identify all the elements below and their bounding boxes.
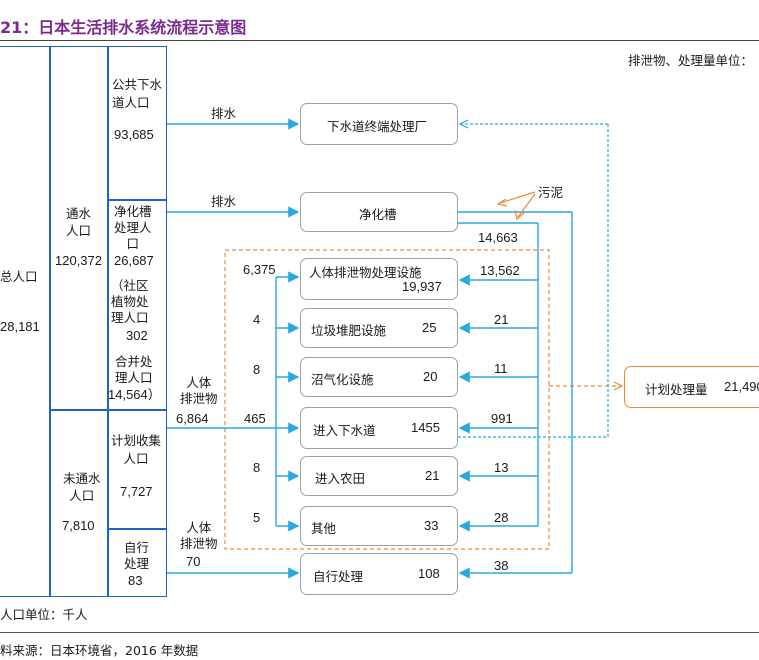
- septic-population-column: [108, 200, 167, 410]
- excreta-value-2: 70: [186, 554, 201, 569]
- total-population-column: [0, 46, 50, 597]
- other-value: 33: [424, 518, 439, 533]
- other-box: 其他 33: [300, 506, 458, 546]
- total-value: 28,181: [0, 319, 40, 334]
- population-unit-note: 人口单位：千人: [0, 607, 88, 622]
- other-label: 其他: [311, 521, 337, 536]
- unpiped-value: 7,810: [62, 518, 95, 533]
- left-value-farmland: 8: [253, 460, 261, 475]
- night-soil-facility-box: 人体排泄物处理设施 19,937: [300, 258, 458, 300]
- excreta-label-1: 人体 排泄物: [180, 375, 218, 406]
- public-sewer-column: [108, 46, 167, 200]
- public-sewer-value: 93,685: [114, 127, 154, 142]
- left-value-to-sewer: 465: [244, 411, 266, 426]
- to-sewer-label: 进入下水道: [313, 423, 376, 438]
- piped-value: 120,372: [55, 253, 102, 268]
- excreta-value-1: 6,864: [176, 411, 209, 426]
- planned-collection-column: [108, 410, 167, 529]
- farmland-label: 进入农田: [315, 471, 366, 486]
- unit-note: 排泄物、处理量单位：: [627, 53, 753, 68]
- planned-treatment-box: 计划处理量 21,490: [624, 366, 759, 408]
- to-sewer-value: 1455: [411, 420, 440, 435]
- right-value-biogas: 11: [494, 361, 508, 376]
- right-value-compost: 21: [494, 312, 509, 327]
- biogas-value: 20: [423, 369, 438, 384]
- right-value-night-soil: 13,562: [480, 263, 520, 278]
- self-treatment-box: 自行处理 108: [300, 553, 458, 595]
- community-label: （社区 植物处 理人口: [111, 278, 149, 325]
- self-treatment-value: 108: [418, 566, 440, 581]
- biogas-facility-box: 沼气化设施 20: [300, 357, 458, 397]
- left-value-compost: 4: [253, 312, 261, 327]
- left-value-biogas: 8: [253, 362, 261, 377]
- right-value-to-sewer: 991: [491, 411, 513, 426]
- sludge-label: 污泥: [538, 185, 564, 200]
- farmland-value: 21: [425, 468, 440, 483]
- title-rule: [0, 40, 759, 41]
- compost-facility-box: 垃圾堆肥设施 25: [300, 308, 458, 348]
- self-treat-label: 自行 处理: [124, 540, 150, 571]
- sewage-plant-label: 下水道终端处理厂: [327, 119, 428, 134]
- night-soil-label: 人体排泄物处理设施: [309, 265, 422, 280]
- public-sewer-label: 公共下水 道人口: [112, 77, 163, 110]
- self-treat-value: 83: [128, 573, 143, 588]
- community-value: 302: [126, 328, 148, 343]
- left-value-other: 5: [253, 510, 261, 525]
- self-treatment-column: [108, 529, 167, 597]
- compost-label: 垃圾堆肥设施: [311, 323, 387, 338]
- unpiped-population-column: [50, 410, 108, 597]
- unpiped-label: 未通水 人口: [63, 471, 101, 503]
- septic-tank-box: 净化槽: [300, 192, 458, 232]
- piped-label: 通水 人口: [66, 206, 92, 238]
- combined-value: 14,564）: [108, 387, 161, 402]
- figure-title: 21：日本生活排水系统流程示意图: [0, 18, 247, 37]
- septic-tank-label: 净化槽: [359, 207, 397, 222]
- combined-label: 合并处 理人口: [115, 354, 153, 385]
- biogas-label: 沼气化设施: [311, 372, 374, 387]
- right-value-farmland: 13: [494, 460, 509, 475]
- source-note: 料来源：日本环境省，2016 年数据: [0, 643, 199, 658]
- septic-value: 26,687: [114, 253, 154, 268]
- self-treatment-label: 自行处理: [313, 569, 364, 584]
- planned-treatment-value: 21,490: [724, 379, 759, 394]
- left-value-night-soil: 6,375: [243, 262, 276, 277]
- planned-collect-label: 计划收集 人口: [111, 433, 162, 466]
- piped-population-column: [50, 46, 108, 410]
- compost-value: 25: [422, 320, 437, 335]
- planned-collect-value: 7,727: [120, 484, 153, 499]
- sewage-plant-box: 下水道终端处理厂: [300, 103, 458, 145]
- drain-label-1: 排水: [211, 106, 237, 121]
- farmland-box: 进入农田 21: [300, 456, 458, 496]
- total-label: 总人口: [0, 269, 38, 284]
- right-value-self: 38: [494, 558, 509, 573]
- footer-rule: [0, 632, 759, 633]
- right-value-other: 28: [494, 510, 509, 525]
- septic-label: 净化槽 处理人 口: [114, 204, 152, 251]
- to-sewer-box: 进入下水道 1455: [300, 407, 458, 449]
- drain-label-2: 排水: [211, 194, 237, 209]
- night-soil-value: 19,937: [402, 279, 442, 294]
- planned-treatment-label: 计划处理量: [645, 382, 708, 397]
- sludge-value: 14,663: [478, 230, 518, 245]
- excreta-label-2: 人体 排泄物: [180, 520, 218, 551]
